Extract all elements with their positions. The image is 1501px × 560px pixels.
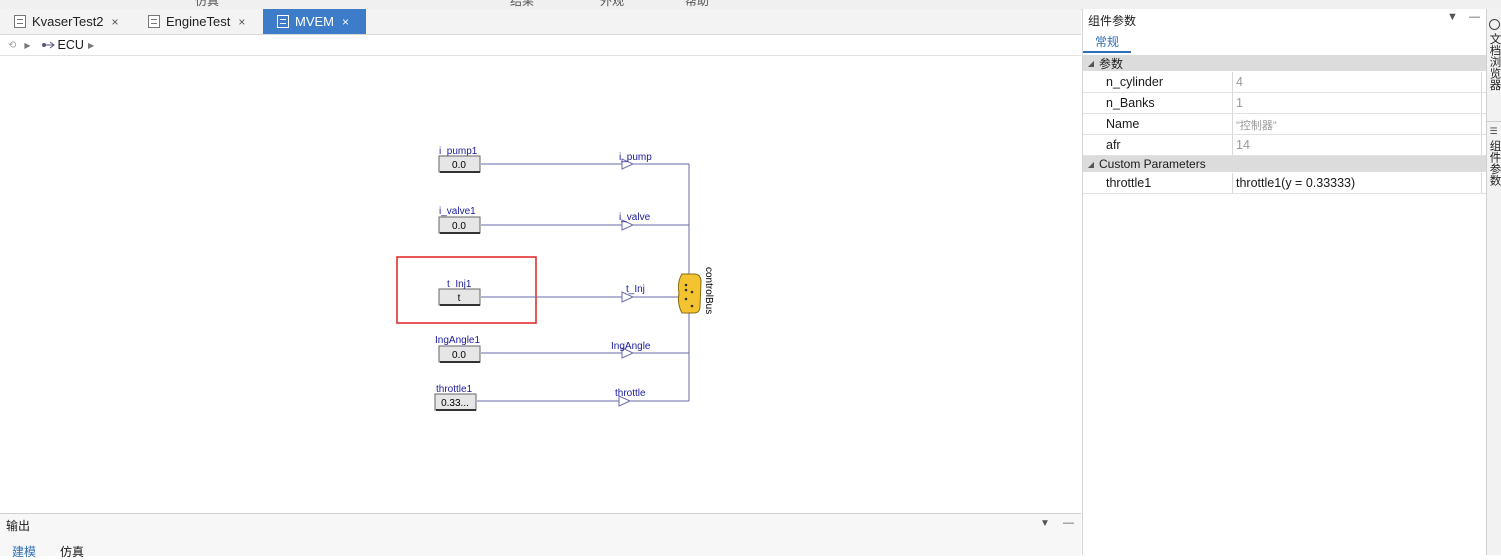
close-icon[interactable]: ×	[112, 15, 119, 29]
panel-menu-icon[interactable]: ▼	[1040, 518, 1050, 529]
tab-kvasertest2[interactable]: KvaserTest2 ×	[14, 9, 142, 34]
block-value: 0.0	[452, 350, 466, 361]
signal-label: IngAngle	[611, 341, 651, 352]
side-tab-label: 文档浏览器	[1487, 33, 1501, 91]
breadcrumb: ⟲ ▶ ECU ▶	[0, 35, 1081, 56]
tab-mvem[interactable]: MVEM ×	[263, 9, 366, 34]
bus-label: controlBus	[703, 267, 714, 314]
property-name: afr	[1106, 138, 1121, 152]
tab-enginetest[interactable]: EngineTest ×	[148, 9, 260, 34]
block-value: 0.0	[452, 221, 466, 232]
property-row[interactable]: Name "控制器"	[1083, 114, 1486, 135]
block-name: IngAngle1	[435, 335, 480, 346]
output-tab-simulation[interactable]: 仿真	[60, 543, 84, 560]
menu-item-simulation[interactable]: 仿真	[195, 0, 219, 9]
block-value: t	[458, 293, 461, 304]
panel-title: 组件参数	[1088, 12, 1136, 29]
tab-label: MVEM	[295, 14, 334, 29]
property-value[interactable]: throttle1(y = 0.33333)	[1236, 176, 1355, 190]
tab-general[interactable]: 常规	[1083, 31, 1131, 53]
side-tab-strip: 文档浏览器 ☰ 组件参数	[1486, 9, 1501, 555]
input-block-ingangle1[interactable]: IngAngle1 0.0	[435, 335, 480, 362]
property-name: throttle1	[1106, 176, 1151, 190]
menu-item-appearance[interactable]: 外观	[600, 0, 624, 9]
block-name: i_valve1	[439, 206, 476, 217]
block-name: i_pump1	[439, 146, 478, 157]
group-label: 参数	[1099, 55, 1123, 72]
document-icon	[14, 15, 26, 28]
block-value: 0.0	[452, 160, 466, 171]
info-icon	[1489, 19, 1500, 30]
tab-label: KvaserTest2	[32, 14, 104, 29]
collapse-triangle-icon[interactable]: ◢	[1083, 59, 1099, 68]
chevron-right-icon[interactable]: ▶	[24, 41, 30, 50]
property-value[interactable]: 1	[1236, 96, 1243, 110]
close-icon[interactable]: ×	[342, 15, 349, 29]
side-tab-component-parameters[interactable]: ☰ 组件参数	[1487, 127, 1501, 186]
panel-menu-icon[interactable]: ▼	[1447, 11, 1458, 23]
property-row[interactable]: afr 14	[1083, 135, 1486, 156]
model-class-icon	[41, 41, 55, 49]
property-row[interactable]: throttle1 throttle1(y = 0.33333)	[1083, 173, 1486, 194]
list-icon: ☰	[1490, 127, 1500, 137]
output-panel: 输出 ▼ — 建模 仿真	[0, 513, 1081, 556]
diagram-canvas[interactable]: i_pump1 0.0 i_pump i_valve1 0.0 i_valve …	[0, 56, 1081, 512]
property-value[interactable]: 4	[1236, 75, 1243, 89]
collapse-triangle-icon[interactable]: ◢	[1083, 160, 1099, 169]
block-name: t_Inj1	[447, 279, 472, 290]
input-block-i-valve1[interactable]: i_valve1 0.0	[439, 206, 480, 233]
breadcrumb-item-ecu[interactable]: ECU	[58, 38, 84, 52]
signal-label: throttle	[615, 388, 646, 399]
group-header-custom-parameters[interactable]: ◢ Custom Parameters	[1083, 156, 1486, 172]
signal-label: i_valve	[619, 212, 651, 223]
tab-label: EngineTest	[166, 14, 230, 29]
navigate-back-icon[interactable]: ⟲	[8, 40, 16, 51]
property-name: Name	[1106, 117, 1139, 131]
input-block-i-pump1[interactable]: i_pump1 0.0	[439, 146, 480, 172]
component-parameters-panel: 组件参数 ▼ — 常规 ◢ 参数 n_cylinder 4 n_Banks 1 …	[1082, 9, 1486, 555]
input-block-throttle1[interactable]: throttle1 0.33...	[435, 384, 476, 410]
model-icon	[148, 15, 160, 28]
minimize-icon[interactable]: —	[1063, 517, 1074, 529]
minimize-icon[interactable]: —	[1469, 11, 1480, 23]
chevron-right-icon[interactable]: ▶	[88, 41, 94, 50]
output-panel-title: 输出	[6, 517, 30, 534]
signal-label: t_Inj	[626, 284, 645, 295]
block-name: throttle1	[436, 384, 473, 395]
menu-item-help[interactable]: 帮助	[685, 0, 709, 9]
group-label: Custom Parameters	[1099, 157, 1206, 171]
property-name: n_Banks	[1106, 96, 1155, 110]
output-tab-modeling[interactable]: 建模	[12, 543, 36, 560]
property-row[interactable]: n_cylinder 4	[1083, 72, 1486, 93]
group-header-parameters[interactable]: ◢ 参数	[1083, 55, 1486, 71]
block-value: 0.33...	[441, 398, 469, 409]
model-icon	[277, 15, 289, 28]
close-icon[interactable]: ×	[238, 15, 245, 29]
side-tab-label: 组件参数	[1487, 140, 1501, 186]
property-value[interactable]: 14	[1236, 138, 1250, 152]
property-row[interactable]: n_Banks 1	[1083, 93, 1486, 114]
menu-item-results[interactable]: 结果	[510, 0, 534, 9]
property-name: n_cylinder	[1106, 75, 1163, 89]
signal-label: i_pump	[619, 152, 652, 163]
property-value[interactable]: "控制器"	[1236, 117, 1277, 133]
input-block-t-inj1[interactable]: t_Inj1 t	[439, 279, 480, 305]
side-tab-document-browser[interactable]: 文档浏览器	[1487, 19, 1501, 91]
editor-tab-bar: KvaserTest2 × EngineTest × MVEM ×	[0, 9, 1081, 35]
control-bus-connector-icon[interactable]	[678, 274, 701, 313]
